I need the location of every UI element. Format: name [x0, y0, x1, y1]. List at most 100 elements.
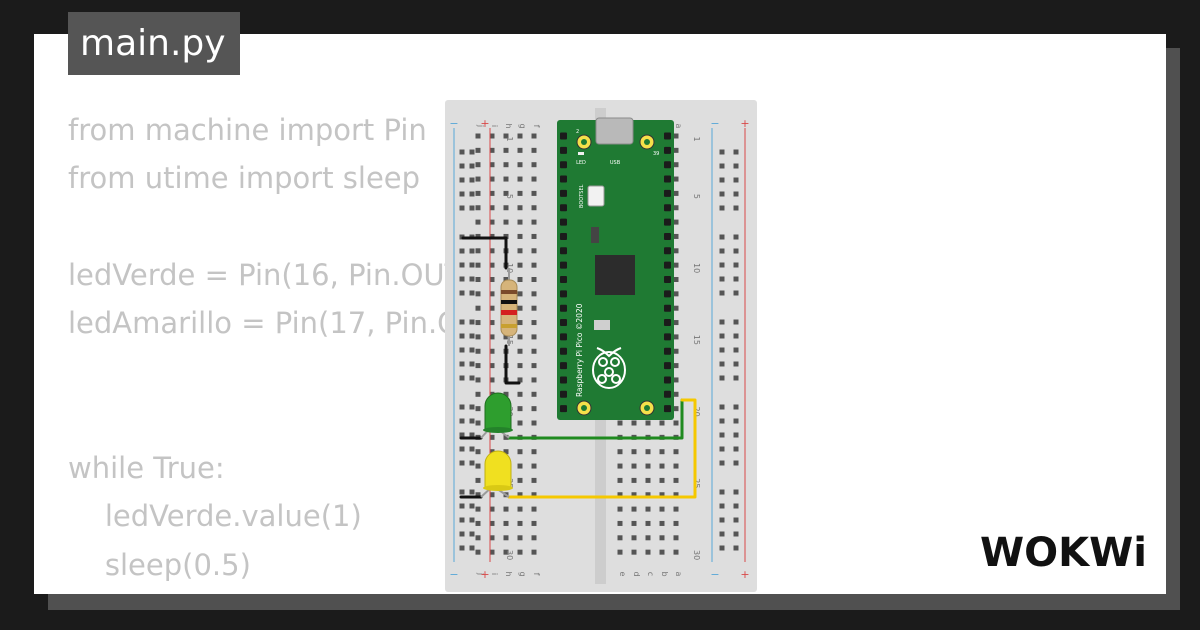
code-line: sleep(0.5) [68, 547, 251, 582]
breadboard-hole [475, 391, 481, 397]
breadboard-label: 1 [505, 136, 514, 141]
breadboard-hole [475, 520, 481, 526]
breadboard-label: 15 [692, 335, 701, 345]
pico-pin [560, 304, 567, 312]
resistor[interactable] [500, 268, 518, 346]
breadboard-hole [517, 477, 523, 483]
rail-hole [459, 319, 465, 325]
rail-hole [469, 446, 475, 452]
rail-hole [719, 531, 725, 537]
breadboard-hole [673, 520, 679, 526]
breadboard-hole [673, 162, 679, 168]
breadboard-hole [673, 133, 679, 139]
breadboard-hole [517, 391, 523, 397]
breadboard-hole [645, 535, 651, 541]
pico-pin [560, 146, 567, 154]
breadboard-hole [475, 219, 481, 225]
breadboard-hole [531, 377, 537, 383]
wire-black-top[interactable] [461, 236, 508, 270]
breadboard-hole [503, 147, 509, 153]
pico-pin [664, 232, 671, 240]
pico-pin [560, 347, 567, 355]
breadboard-hole [659, 463, 665, 469]
pico-pins [560, 132, 671, 413]
breadboard-hole [517, 363, 523, 369]
breadboard-hole [645, 520, 651, 526]
flash-chip [591, 227, 599, 243]
rail-hole [459, 276, 465, 282]
breadboard-label: 1 [692, 136, 701, 141]
breadboard-hole [631, 549, 637, 555]
breadboard-hole [631, 492, 637, 498]
pico-pin [560, 204, 567, 212]
breadboard-hole [475, 320, 481, 326]
file-tab[interactable]: main.py [68, 12, 240, 75]
rail-hole [469, 347, 475, 353]
pico-pin [664, 161, 671, 169]
breadboard-hole [475, 406, 481, 412]
rail-hole [719, 347, 725, 353]
breadboard-label: 5 [505, 194, 514, 199]
breadboard-hole [673, 262, 679, 268]
breadboard-hole [617, 492, 623, 498]
breadboard-hole [475, 477, 481, 483]
rail-hole [469, 460, 475, 466]
wire-black-resistor[interactable] [504, 344, 521, 385]
breadboard-hole [489, 305, 495, 311]
breadboard-hole [531, 176, 537, 182]
rail-hole [719, 262, 725, 268]
led-green[interactable] [480, 392, 513, 439]
breadboard-hole [645, 549, 651, 555]
breadboard-hole [659, 492, 665, 498]
breadboard-hole [659, 420, 665, 426]
breadboard-hole [475, 291, 481, 297]
breadboard-hole [617, 477, 623, 483]
breadboard-hole [475, 377, 481, 383]
breadboard-hole [631, 506, 637, 512]
breadboard-hole [531, 520, 537, 526]
breadboard-hole [617, 420, 623, 426]
rail-hole [459, 446, 465, 452]
rail-hole [469, 290, 475, 296]
breadboard-hole [475, 205, 481, 211]
pico-board[interactable]: LED USB 2 39 BOOTSEL Raspberry Pi Pico ©… [557, 117, 674, 420]
pico-label: Raspberry Pi Pico ©2020 [575, 303, 584, 397]
rail-hole [719, 446, 725, 452]
power-rails [453, 128, 746, 562]
breadboard-hole [673, 549, 679, 555]
breadboard-hole [631, 520, 637, 526]
breadboard-hole [517, 162, 523, 168]
breadboard-hole [531, 449, 537, 455]
breadboard-hole [475, 463, 481, 469]
breadboard-hole [475, 176, 481, 182]
pico-pin [664, 261, 671, 269]
breadboard-hole [517, 520, 523, 526]
led-label: LED [576, 160, 586, 166]
breadboard-hole [503, 277, 509, 282]
rail-hole [733, 418, 739, 424]
breadboard-hole [531, 291, 537, 297]
breadboard-hole [531, 334, 537, 340]
breadboard-hole [673, 190, 679, 196]
breadboard-hole [503, 205, 509, 211]
led-yellow[interactable] [480, 450, 513, 498]
breadboard-hole [531, 147, 537, 153]
breadboard-hole [659, 549, 665, 555]
breadboard-label: e [618, 572, 627, 577]
breadboard-hole [517, 492, 523, 498]
breadboard-hole [475, 262, 481, 268]
wire-yellow[interactable] [507, 398, 697, 499]
breadboard-hole [673, 406, 679, 412]
pico-pin [560, 405, 567, 413]
breadboard-hole [517, 190, 523, 196]
rail-hole [733, 248, 739, 254]
breadboard-hole [673, 248, 679, 254]
breadboard-hole [517, 406, 523, 412]
bootsel-button[interactable] [587, 185, 605, 207]
breadboard-hole [631, 535, 637, 541]
wire-green[interactable] [507, 398, 684, 440]
breadboard-hole [673, 233, 679, 239]
breadboard-label: + [480, 117, 489, 130]
breadboard-hole [531, 248, 537, 254]
pico-pin [664, 132, 671, 140]
